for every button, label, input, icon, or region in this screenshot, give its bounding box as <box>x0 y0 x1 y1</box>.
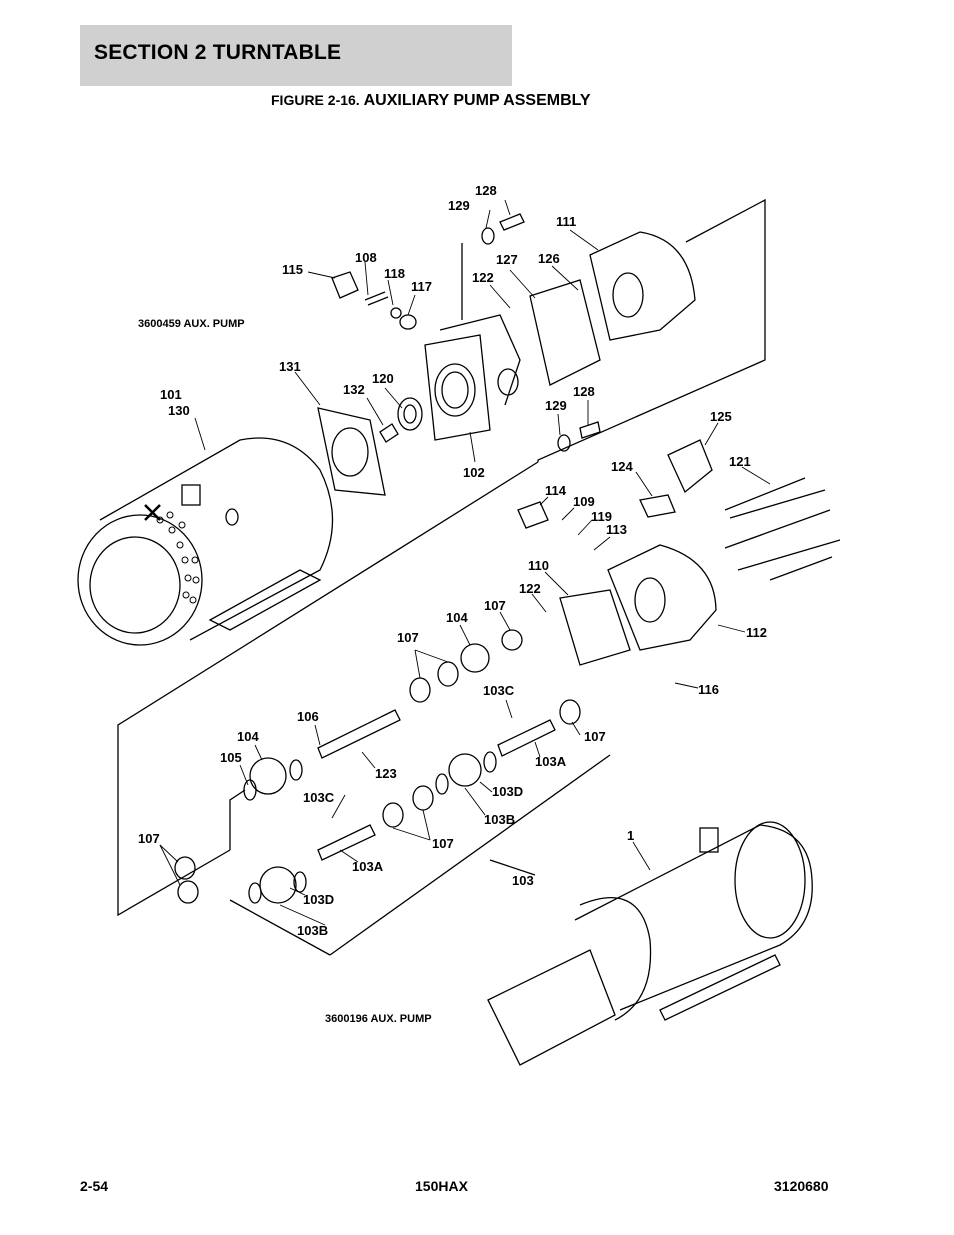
pump-housing-102 <box>424 314 521 441</box>
callout: 123 <box>375 766 397 781</box>
callout: 103B <box>297 923 328 938</box>
elbow-125 <box>667 439 713 494</box>
callout: 107 <box>484 598 506 613</box>
upper-assembly-label: 3600459 AUX. PUMP <box>138 318 245 330</box>
callout: 1 <box>627 828 634 843</box>
callout: 103C <box>483 683 515 698</box>
fitting-115 <box>331 271 359 299</box>
bolts-121 <box>724 477 841 581</box>
callout: 130 <box>168 403 190 418</box>
callout: 117 <box>411 279 432 294</box>
callout: 127 <box>496 252 518 267</box>
gasket-131 <box>317 407 386 496</box>
callout: 122 <box>472 270 494 285</box>
callout: 104 <box>237 729 259 744</box>
pump-body-111 <box>589 231 696 341</box>
footer-doc-number: 3120680 <box>774 1178 829 1194</box>
callout: 107 <box>138 831 160 846</box>
motor-101 <box>77 437 334 646</box>
callout: 129 <box>545 398 567 413</box>
callout: 107 <box>584 729 606 744</box>
callout: 116 <box>698 682 719 697</box>
callout: 126 <box>538 251 560 266</box>
callout: 103B <box>484 812 515 827</box>
callout: 129 <box>448 198 470 213</box>
callout: 103D <box>303 892 334 907</box>
callout: 120 <box>372 371 394 386</box>
callout: 128 <box>573 384 595 399</box>
callout: 128 <box>475 183 497 198</box>
wear-plate-110 <box>559 589 631 666</box>
callout: 113 <box>606 522 627 537</box>
callout: 112 <box>746 625 767 640</box>
wear-plate-127 <box>529 279 601 386</box>
callout: 132 <box>343 382 365 397</box>
callout: 109 <box>573 494 595 509</box>
lower-assembly-label: 3600196 AUX. PUMP <box>325 1013 432 1025</box>
callout: 118 <box>384 266 405 281</box>
figure-name: AUXILIARY PUMP ASSEMBLY <box>363 92 591 109</box>
callout: 124 <box>611 459 633 474</box>
footer-model: 150HAX <box>415 1178 468 1194</box>
callout: 103A <box>352 859 384 874</box>
footer-page-number: 2-54 <box>80 1178 109 1194</box>
callout: 115 <box>282 262 303 277</box>
callout: 102 <box>463 465 485 480</box>
callout: 103 <box>512 873 534 888</box>
fitting-114 <box>517 501 549 529</box>
callout: 106 <box>297 709 319 724</box>
callout: 111 <box>556 214 576 229</box>
section-title: SECTION 2 TURNTABLE <box>94 41 342 64</box>
callout: 101 <box>160 387 182 402</box>
callout: 103A <box>535 754 567 769</box>
callout: 110 <box>528 558 549 573</box>
seal-120 <box>397 397 423 431</box>
callout: 104 <box>446 610 468 625</box>
callout: 108 <box>355 250 377 265</box>
callout: 131 <box>279 359 301 374</box>
figure-title: FIGURE 2-16. AUXILIARY PUMP ASSEMBLY <box>271 92 591 110</box>
callout: 119 <box>591 509 612 524</box>
callout: 107 <box>397 630 419 645</box>
callout: 103C <box>303 790 335 805</box>
callout: 107 <box>432 836 454 851</box>
lower-aux-pump <box>487 821 813 1066</box>
callout: 122 <box>519 581 541 596</box>
callout: 121 <box>729 454 751 469</box>
callout: 105 <box>220 750 242 765</box>
callout: 103D <box>492 784 523 799</box>
section-header: SECTION 2 TURNTABLE <box>80 25 512 86</box>
pump-body-112 <box>607 544 717 651</box>
gear-shaft-set <box>174 629 581 904</box>
callout: 114 <box>545 483 567 498</box>
callout: 125 <box>710 409 732 424</box>
figure-number: FIGURE 2-16. <box>271 92 360 108</box>
